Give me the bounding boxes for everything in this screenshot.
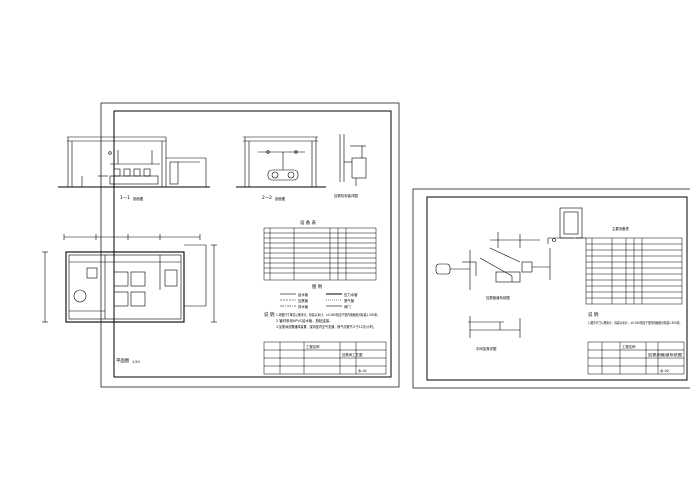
- right-sheet-border: [412, 188, 690, 389]
- floor-plan: [42, 234, 217, 323]
- iso-label: 加氯管道系统图: [486, 295, 510, 300]
- right-equipment-schedule: [585, 237, 683, 305]
- right-drawing-no: 水-02: [660, 368, 669, 373]
- legend-item-5: 氯气管: [344, 298, 355, 303]
- legend-item-4: 压力水管: [344, 292, 358, 297]
- elevation-1-label: 1—1: [120, 195, 130, 201]
- right-project-name: 工程名称: [622, 344, 636, 349]
- legend-item-6: 阀门: [344, 304, 351, 309]
- notes-line-2: 2.管材采用UPVC给水管，胶粘连接。: [276, 318, 333, 323]
- left-drawing-no: 水-01: [358, 368, 367, 373]
- equipment-schedule-table: [263, 227, 377, 281]
- elevation-2-scale: 剖面图: [275, 196, 286, 201]
- legend: [280, 293, 342, 307]
- right-drawing-title: 加氯间管道系统图: [648, 352, 683, 357]
- right-title-block: [587, 341, 685, 375]
- left-drawing-title: 加氯间工艺图: [342, 352, 363, 357]
- elevation-1-scale: 剖面图: [133, 196, 144, 201]
- schedule-title: 设 备 表: [300, 219, 317, 226]
- right-sheet-inner-border: [426, 196, 688, 381]
- legend-item-2: 加氯管: [298, 298, 309, 303]
- chlorinator-detail: [339, 134, 367, 186]
- legend-item-3: 排水管: [298, 304, 309, 309]
- legend-item-1: 给水管: [298, 292, 309, 297]
- right-notes-line-1: 1.图中尺寸以毫米计，标高以米计，±0.000相当于室内地面绝对标高1.500米…: [588, 320, 682, 325]
- plan-label: 平面图: [116, 358, 130, 364]
- left-sheet-border: [100, 102, 400, 388]
- left-sheet-inner-border: [113, 110, 392, 378]
- detail-label: 加氯机安装详图: [334, 193, 358, 198]
- legend-title: 图 例: [312, 283, 323, 290]
- right-notes-label: 说 明:: [588, 311, 600, 318]
- right-detail-label: 中间加氯详图: [476, 346, 497, 351]
- elevation-2-label: 2—2: [262, 195, 272, 201]
- notes-line-3: 3.加氯间设置通风装置，保持室内空气流通，换气次数不少于12次/小时。: [276, 324, 376, 329]
- elevation-2-2: [236, 136, 326, 188]
- elevation-1-1: [58, 136, 210, 188]
- left-title-block: [263, 341, 387, 375]
- plan-scale: 1:50: [132, 360, 140, 364]
- isometric-piping: [435, 207, 586, 290]
- right-small-detail: [468, 316, 521, 338]
- left-project-name: 工程名称: [306, 344, 320, 349]
- notes-label: 说 明:: [264, 311, 276, 318]
- right-schedule-title: 主要设备表: [612, 226, 630, 231]
- notes-line-1: 1.本图尺寸单位以毫米计，标高以米计，±0.000相当于室内地面绝对标高1.50…: [276, 312, 380, 317]
